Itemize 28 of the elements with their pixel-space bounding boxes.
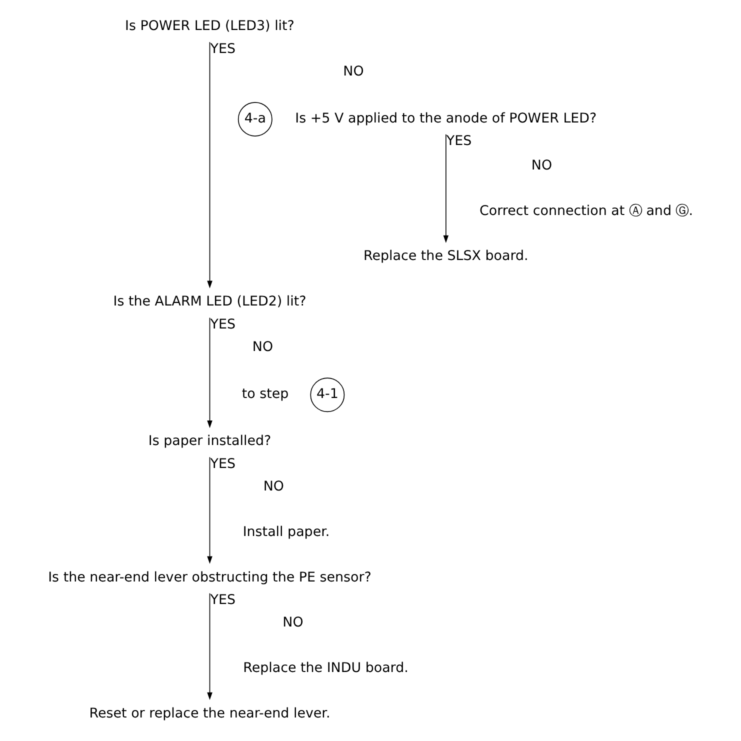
label: NO	[252, 340, 274, 355]
arrow	[207, 592, 212, 700]
edge-label: YES	[446, 134, 472, 150]
edge-label: YES	[210, 318, 236, 333]
edge-label: YES	[210, 593, 236, 608]
node-circle: 4-1	[310, 378, 345, 412]
node-circle: 4-a	[238, 102, 272, 136]
label: NO	[282, 616, 304, 631]
arrow	[207, 42, 212, 288]
node-text: Install paper.	[242, 524, 330, 540]
edge-label: YES	[210, 42, 236, 57]
arrow	[207, 317, 212, 428]
arrow	[207, 456, 212, 564]
label: NO	[343, 64, 364, 80]
edge-label: YES	[210, 456, 236, 472]
node-text: to step	[242, 387, 289, 402]
node-text: Is the ALARM LED (LED2) lit?	[113, 294, 306, 310]
node-text: Reset or replace the near-end lever.	[89, 706, 330, 722]
arrow	[443, 134, 449, 243]
node-text: Replace the SLSX board.	[364, 249, 528, 264]
node-text: Is paper installed?	[148, 434, 272, 450]
node-text: Is POWER LED (LED3) lit?	[125, 18, 294, 34]
label: NO	[531, 158, 552, 174]
node-text: Correct connection at Ⓐ and Ⓖ.	[480, 204, 694, 219]
label: NO	[263, 480, 284, 495]
node-text: Is the near-end lever obstructing the PE sensor?	[48, 570, 372, 586]
node-text: Replace the INDU board.	[243, 661, 408, 676]
node-text: Is +5 V applied to the anode of POWER LED?	[295, 111, 597, 126]
